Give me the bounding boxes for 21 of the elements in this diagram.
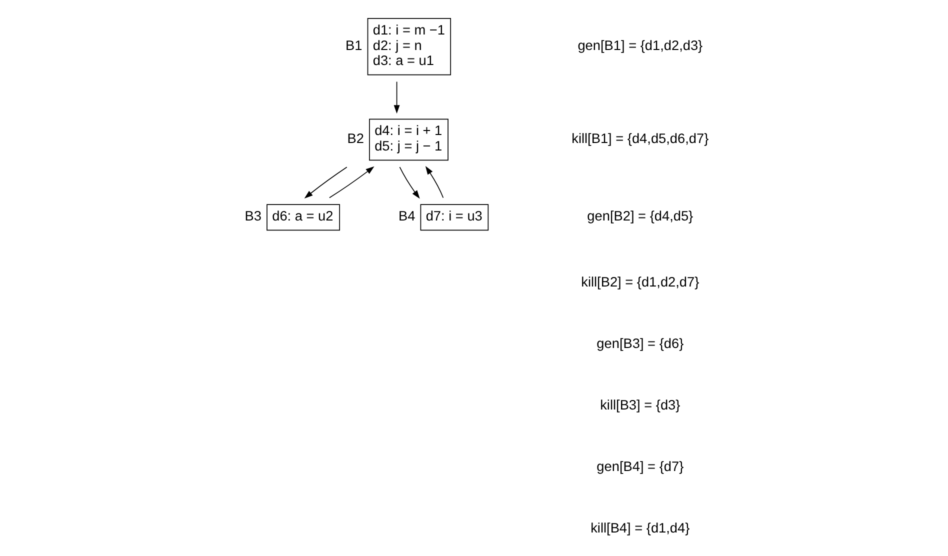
arrow <box>328 166 374 198</box>
label: kill[B2] = {d1,d2,d7} <box>580 274 699 290</box>
label: gen[B3] = {d6} <box>596 336 684 351</box>
label: gen[B4] = {d7} <box>596 458 684 474</box>
label: kill[B3] = {d3} <box>600 397 680 412</box>
arrow <box>393 81 400 114</box>
node-box: d6: a = u2 <box>266 204 340 231</box>
node-label: B2 <box>346 130 364 146</box>
node-label: B1 <box>345 38 362 53</box>
node-box: d4: i = i + 1 d5: j = j − 1 <box>368 118 448 161</box>
label: gen[B2] = {d4,d5} <box>586 208 693 224</box>
label: kill[B4] = {d1,d4} <box>590 520 690 536</box>
arrow <box>398 166 420 199</box>
arrow <box>304 166 347 199</box>
node-box: d1: i = m −1 d2: j = n d3: a = u1 <box>366 18 451 76</box>
arrow <box>424 166 444 198</box>
label: gen[B1] = {d1,d2,d3} <box>577 38 702 53</box>
node-box: d7: i = u3 <box>420 204 488 231</box>
node-label: B3 <box>244 208 262 224</box>
label: kill[B1] = {d4,d5,d6,d7} <box>571 130 708 146</box>
node-label: B4 <box>398 208 415 224</box>
